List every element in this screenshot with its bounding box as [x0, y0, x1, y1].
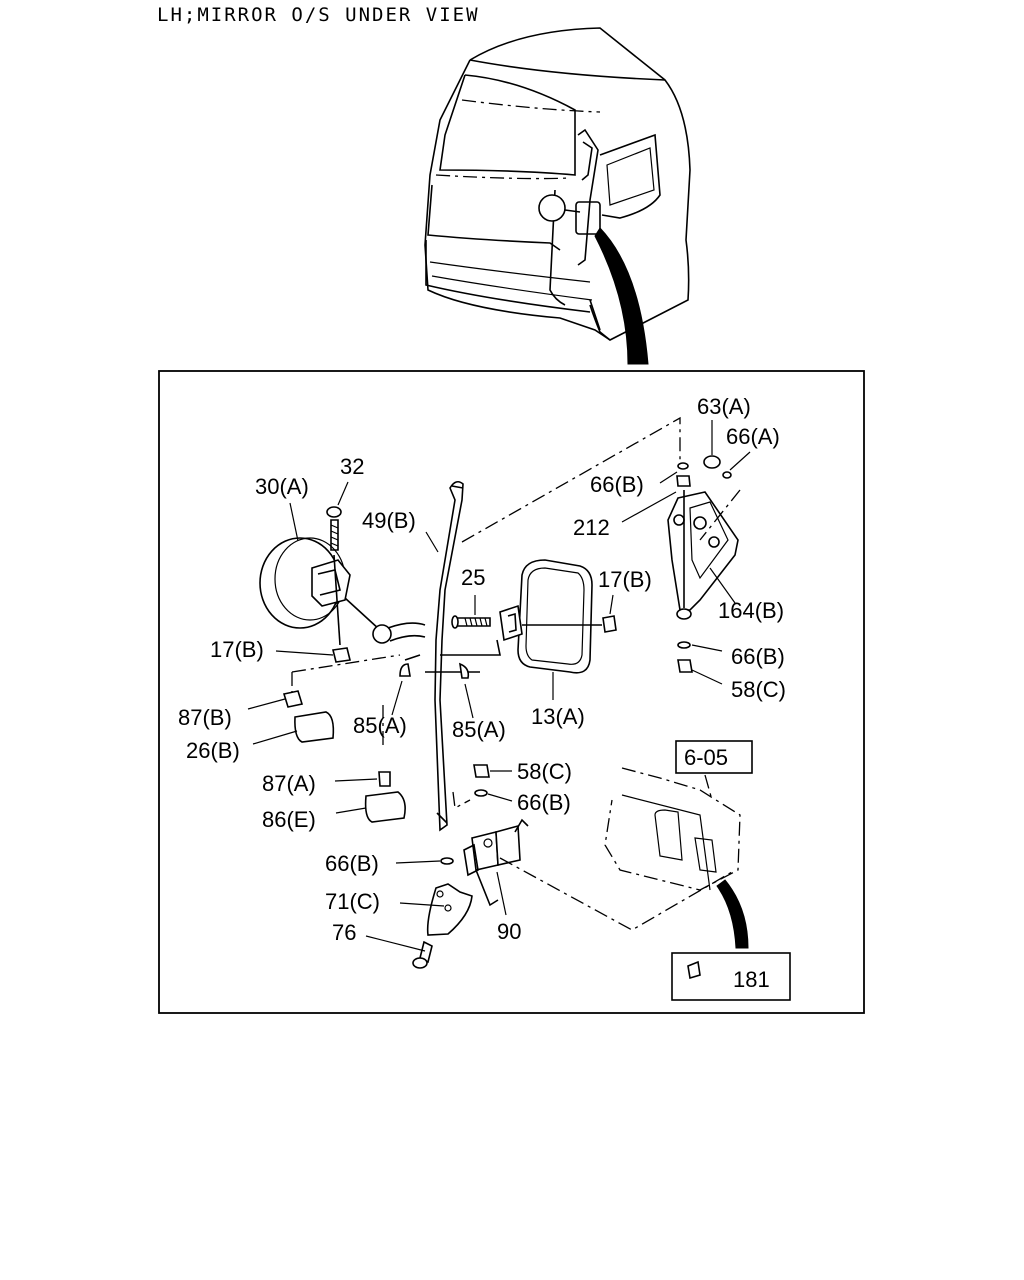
callout-25: 25 [461, 565, 485, 590]
ref-box-6-05 [675, 740, 753, 774]
fastener-icon-181 [687, 960, 701, 980]
ref-label-6-05: 6-05 [684, 745, 728, 770]
bolt-76 [412, 940, 433, 969]
washer-66b-mid [677, 641, 691, 649]
cab-panel-reference [604, 767, 749, 949]
nut-58c-mid [677, 659, 693, 673]
bracket-71c [426, 883, 473, 936]
callout-66a: 66(A) [726, 424, 780, 449]
rect-mirror-13a [404, 559, 617, 674]
callout-71c: 71(C) [325, 889, 380, 914]
callout-26b: 26(B) [186, 738, 240, 763]
callout-63a: 63(A) [697, 394, 751, 419]
callout-17b-left: 17(B) [210, 637, 264, 662]
ref-label-181: 181 [733, 967, 770, 992]
leader-lines [247, 420, 751, 974]
spacer-212 [676, 475, 691, 487]
callout-32: 32 [340, 454, 364, 479]
truck-cab-illustration [424, 27, 691, 365]
page-title: LH;MIRROR O/S UNDER VIEW [157, 4, 480, 26]
callout-90: 90 [497, 919, 521, 944]
callout-66b-bot: 66(B) [325, 851, 379, 876]
clip-87b [282, 690, 304, 708]
cap-85a-left [399, 663, 411, 677]
washer-66b-low [474, 789, 488, 797]
callout-30a: 30(A) [255, 474, 309, 499]
callout-76: 76 [332, 920, 356, 945]
nut-63a [703, 455, 721, 469]
callout-58c-low: 58(C) [517, 759, 572, 784]
callout-66b-top: 66(B) [590, 472, 644, 497]
detail-frame [158, 370, 865, 1014]
callout-85a-left: 85(A) [353, 713, 407, 738]
mirror-stay-49b [291, 416, 681, 832]
callout-66b-low: 66(B) [517, 790, 571, 815]
clip-87a [378, 771, 391, 787]
callout-13a: 13(A) [531, 704, 585, 729]
callout-212: 212 [573, 515, 610, 540]
callout-58c-mid: 58(C) [731, 677, 786, 702]
washer-66b-top [677, 462, 689, 470]
washer-66b-bot [440, 857, 454, 865]
callout-49b: 49(B) [362, 508, 416, 533]
cover-26b [294, 711, 335, 743]
callout-66b-mid: 66(B) [731, 644, 785, 669]
callout-17b-right: 17(B) [598, 567, 652, 592]
callout-164b: 164(B) [718, 598, 784, 623]
bracket-164b [667, 489, 741, 620]
callout-86e: 86(E) [262, 807, 316, 832]
callout-87b: 87(B) [178, 705, 232, 730]
washer-66a [722, 471, 732, 479]
callout-85a-right: 85(A) [452, 717, 506, 742]
nut-58c-low [473, 764, 490, 778]
round-mirror-30a [259, 506, 426, 663]
bracket-90 [452, 791, 733, 931]
ref-box-181 [671, 952, 791, 1001]
callout-87a: 87(A) [262, 771, 316, 796]
cap-85a-right [459, 662, 470, 679]
cover-86e [364, 791, 406, 823]
